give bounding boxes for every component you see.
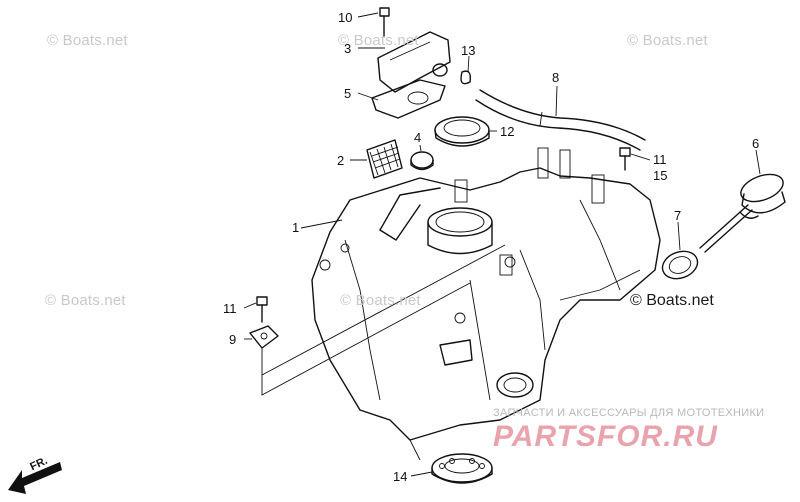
bolt-10 <box>379 7 390 37</box>
callout-2: 2 <box>337 153 344 168</box>
breather-gasket <box>371 79 446 119</box>
oil-seal-12 <box>434 116 490 147</box>
watermark: © Boats.net <box>45 292 126 309</box>
bolt-11-15 <box>619 147 631 171</box>
callout-3: 3 <box>344 41 351 56</box>
cap-4 <box>410 151 434 171</box>
watermark: © Boats.net <box>338 32 419 49</box>
bracket-9 <box>249 325 279 349</box>
dipstick-6 <box>699 173 786 253</box>
callouts: 10 3 5 13 8 4 12 2 11 15 6 7 1 11 9 14 <box>223 10 759 484</box>
bolt-11-lower <box>256 296 268 323</box>
callout-6: 6 <box>752 136 759 151</box>
callout-10: 10 <box>338 10 352 25</box>
callout-15: 15 <box>653 168 667 183</box>
callout-8: 8 <box>552 70 559 85</box>
callout-9: 9 <box>229 332 236 347</box>
breather-cover <box>377 31 451 93</box>
callout-12: 12 <box>500 124 514 139</box>
callout-1: 1 <box>292 220 299 235</box>
callout-14: 14 <box>393 469 407 484</box>
watermark: © Boats.net <box>340 292 421 309</box>
breather-tube <box>475 89 646 151</box>
bearing-14 <box>431 453 493 484</box>
clip-13 <box>460 70 472 85</box>
oil-case-body <box>311 147 661 461</box>
callout-11-upper: 11 <box>653 152 667 167</box>
shop-logo: PARTSFOR.RU <box>493 420 718 453</box>
o-ring-7 <box>661 250 699 280</box>
watermark: © Boats.net <box>47 32 128 49</box>
watermark: © Boats.net <box>627 32 708 49</box>
callout-7: 7 <box>674 208 681 223</box>
callout-5: 5 <box>344 86 351 101</box>
leader-lines <box>243 12 761 477</box>
main-watermark: © Boats.net <box>630 292 714 309</box>
callout-13: 13 <box>461 43 475 58</box>
callout-11-lower: 11 <box>223 301 237 316</box>
callout-4: 4 <box>414 130 421 145</box>
filter-screen-2 <box>366 139 403 179</box>
shop-subtitle: ЗАПЧАСТИ И АКСЕССУАРЫ ДЛЯ МОТОТЕХНИКИ <box>493 407 765 419</box>
front-direction-arrow <box>8 462 62 494</box>
